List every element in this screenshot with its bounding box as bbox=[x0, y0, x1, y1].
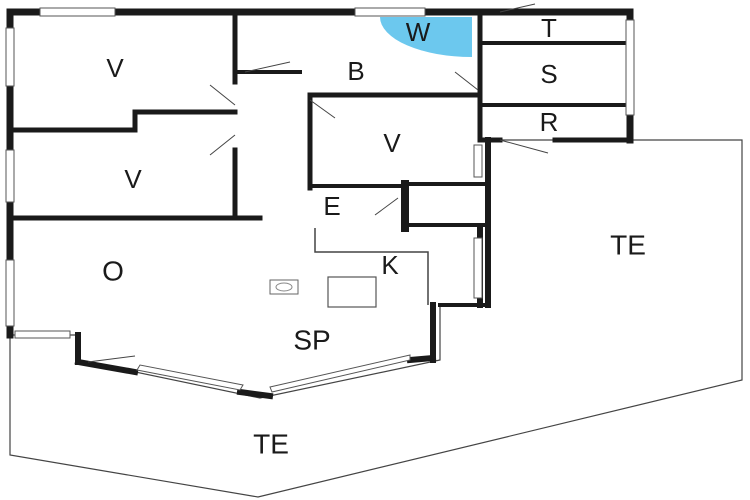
kitchen-counter bbox=[314, 228, 429, 305]
room-label-v1: V bbox=[106, 53, 124, 83]
room-label-o: O bbox=[102, 255, 124, 286]
room-label-b: B bbox=[347, 56, 364, 86]
room-label-v2: V bbox=[124, 164, 142, 194]
doors bbox=[87, 3, 549, 363]
room-label-k: K bbox=[381, 250, 399, 280]
stove-icon bbox=[269, 279, 299, 295]
room-label-te-bottom: TE bbox=[253, 428, 289, 459]
shower-area bbox=[380, 17, 472, 57]
room-label-t: T bbox=[541, 13, 557, 43]
room-label-v3: V bbox=[383, 128, 401, 158]
room-label-r: R bbox=[540, 107, 559, 137]
room-label-w: W bbox=[406, 17, 431, 47]
room-label-sp: SP bbox=[293, 324, 330, 355]
room-label-s: S bbox=[540, 59, 557, 89]
terrace-bottom-outline bbox=[9, 139, 743, 498]
room-label-e: E bbox=[323, 191, 340, 221]
room-label-te-right: TE bbox=[610, 229, 646, 260]
windows bbox=[5, 7, 635, 393]
table-icon bbox=[327, 276, 377, 308]
